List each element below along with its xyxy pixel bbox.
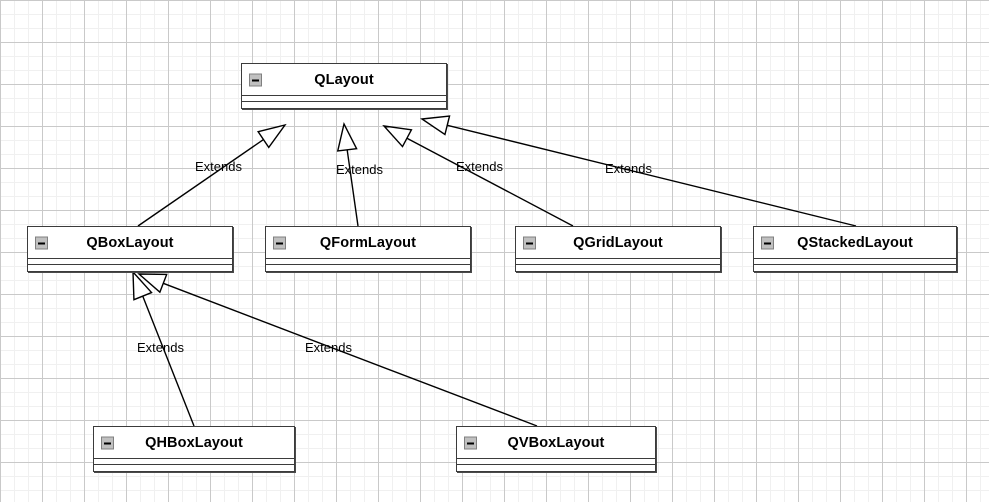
- collapse-minus-icon[interactable]: [35, 236, 48, 249]
- class-title-row: QVBoxLayout: [457, 427, 655, 459]
- attributes-compartment: [516, 259, 720, 265]
- edge-label-extends: Extends: [137, 340, 184, 355]
- class-box-qlayout[interactable]: QLayout: [241, 63, 447, 109]
- operations-compartment: [94, 465, 294, 470]
- operations-compartment: [754, 265, 956, 270]
- edge-label-extends: Extends: [305, 340, 352, 355]
- generalization-arrowhead-qhboxlayout: [132, 270, 153, 301]
- class-name-label: QHBoxLayout: [145, 434, 243, 451]
- collapse-minus-icon[interactable]: [101, 436, 114, 449]
- class-box-qhboxlayout[interactable]: QHBoxLayout: [93, 426, 295, 472]
- class-box-qstackedlayout[interactable]: QStackedLayout: [753, 226, 957, 272]
- attributes-compartment: [754, 259, 956, 265]
- generalization-line-qboxlayout-to-qlayout[interactable]: [137, 138, 264, 227]
- generalization-line-qhboxlayout-to-qboxlayout[interactable]: [142, 295, 195, 427]
- edge-label-extends: Extends: [605, 161, 652, 176]
- generalization-line-qgridlayout-to-qlayout[interactable]: [406, 137, 574, 227]
- class-box-qboxlayout[interactable]: QBoxLayout: [27, 226, 233, 272]
- class-title-row: QFormLayout: [266, 227, 470, 259]
- class-name-label: QLayout: [314, 71, 374, 88]
- attributes-compartment: [242, 96, 446, 102]
- generalization-arrowhead-qformlayout: [336, 121, 358, 152]
- class-title-row: QLayout: [242, 64, 446, 96]
- collapse-minus-icon[interactable]: [273, 236, 286, 249]
- operations-compartment: [28, 265, 232, 270]
- generalization-arrowhead-qboxlayout: [256, 123, 287, 149]
- collapse-minus-icon[interactable]: [761, 236, 774, 249]
- operations-compartment: [457, 465, 655, 470]
- edge-label-extends: Extends: [336, 162, 383, 177]
- class-box-qgridlayout[interactable]: QGridLayout: [515, 226, 721, 272]
- collapse-minus-icon[interactable]: [464, 436, 477, 449]
- attributes-compartment: [28, 259, 232, 265]
- attributes-compartment: [94, 459, 294, 465]
- class-title-row: QGridLayout: [516, 227, 720, 259]
- class-name-label: QVBoxLayout: [507, 434, 605, 451]
- operations-compartment: [266, 265, 470, 270]
- class-name-label: QBoxLayout: [86, 234, 174, 251]
- class-title-row: QHBoxLayout: [94, 427, 294, 459]
- collapse-minus-icon[interactable]: [249, 73, 262, 86]
- class-name-label: QGridLayout: [573, 234, 663, 251]
- generalization-arrowhead-qgridlayout: [382, 125, 413, 148]
- generalization-arrowhead-qvboxlayout: [137, 273, 168, 294]
- class-name-label: QFormLayout: [319, 234, 417, 251]
- attributes-compartment: [266, 259, 470, 265]
- class-name-label: QStackedLayout: [797, 234, 913, 251]
- operations-compartment: [242, 102, 446, 107]
- edge-label-extends: Extends: [195, 159, 242, 174]
- attributes-compartment: [457, 459, 655, 465]
- class-box-qvboxlayout[interactable]: QVBoxLayout: [456, 426, 656, 472]
- operations-compartment: [516, 265, 720, 270]
- class-box-qformlayout[interactable]: QFormLayout: [265, 226, 471, 272]
- collapse-minus-icon[interactable]: [523, 236, 536, 249]
- class-title-row: QBoxLayout: [28, 227, 232, 259]
- generalization-arrowhead-qstackedlayout: [420, 115, 451, 136]
- class-title-row: QStackedLayout: [754, 227, 956, 259]
- edge-label-extends: Extends: [456, 159, 503, 174]
